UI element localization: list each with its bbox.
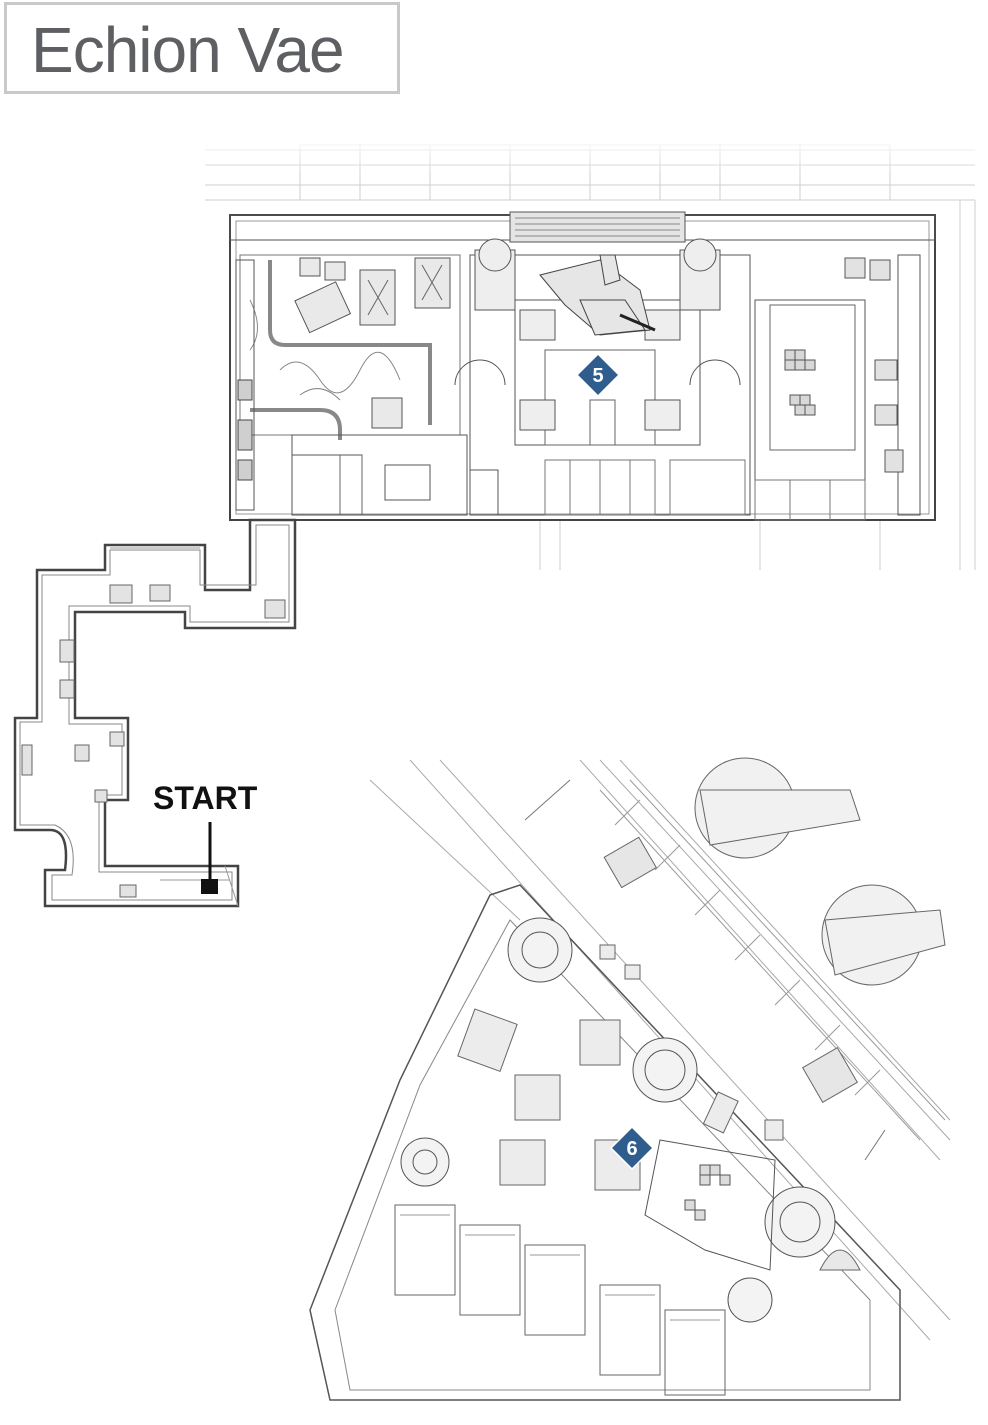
start-label: START xyxy=(153,780,258,816)
upper-area xyxy=(205,144,976,570)
marker-6: 6 xyxy=(609,1125,655,1171)
map-title-box: Echion Vae xyxy=(4,2,400,94)
marker-5: 5 xyxy=(575,352,621,398)
map-title: Echion Vae xyxy=(31,14,345,86)
corridor xyxy=(13,518,297,908)
lower-area xyxy=(309,757,951,1401)
start-pointer xyxy=(201,822,218,894)
marker-6-label: 6 xyxy=(626,1138,637,1160)
marker-5-label: 5 xyxy=(592,365,603,387)
